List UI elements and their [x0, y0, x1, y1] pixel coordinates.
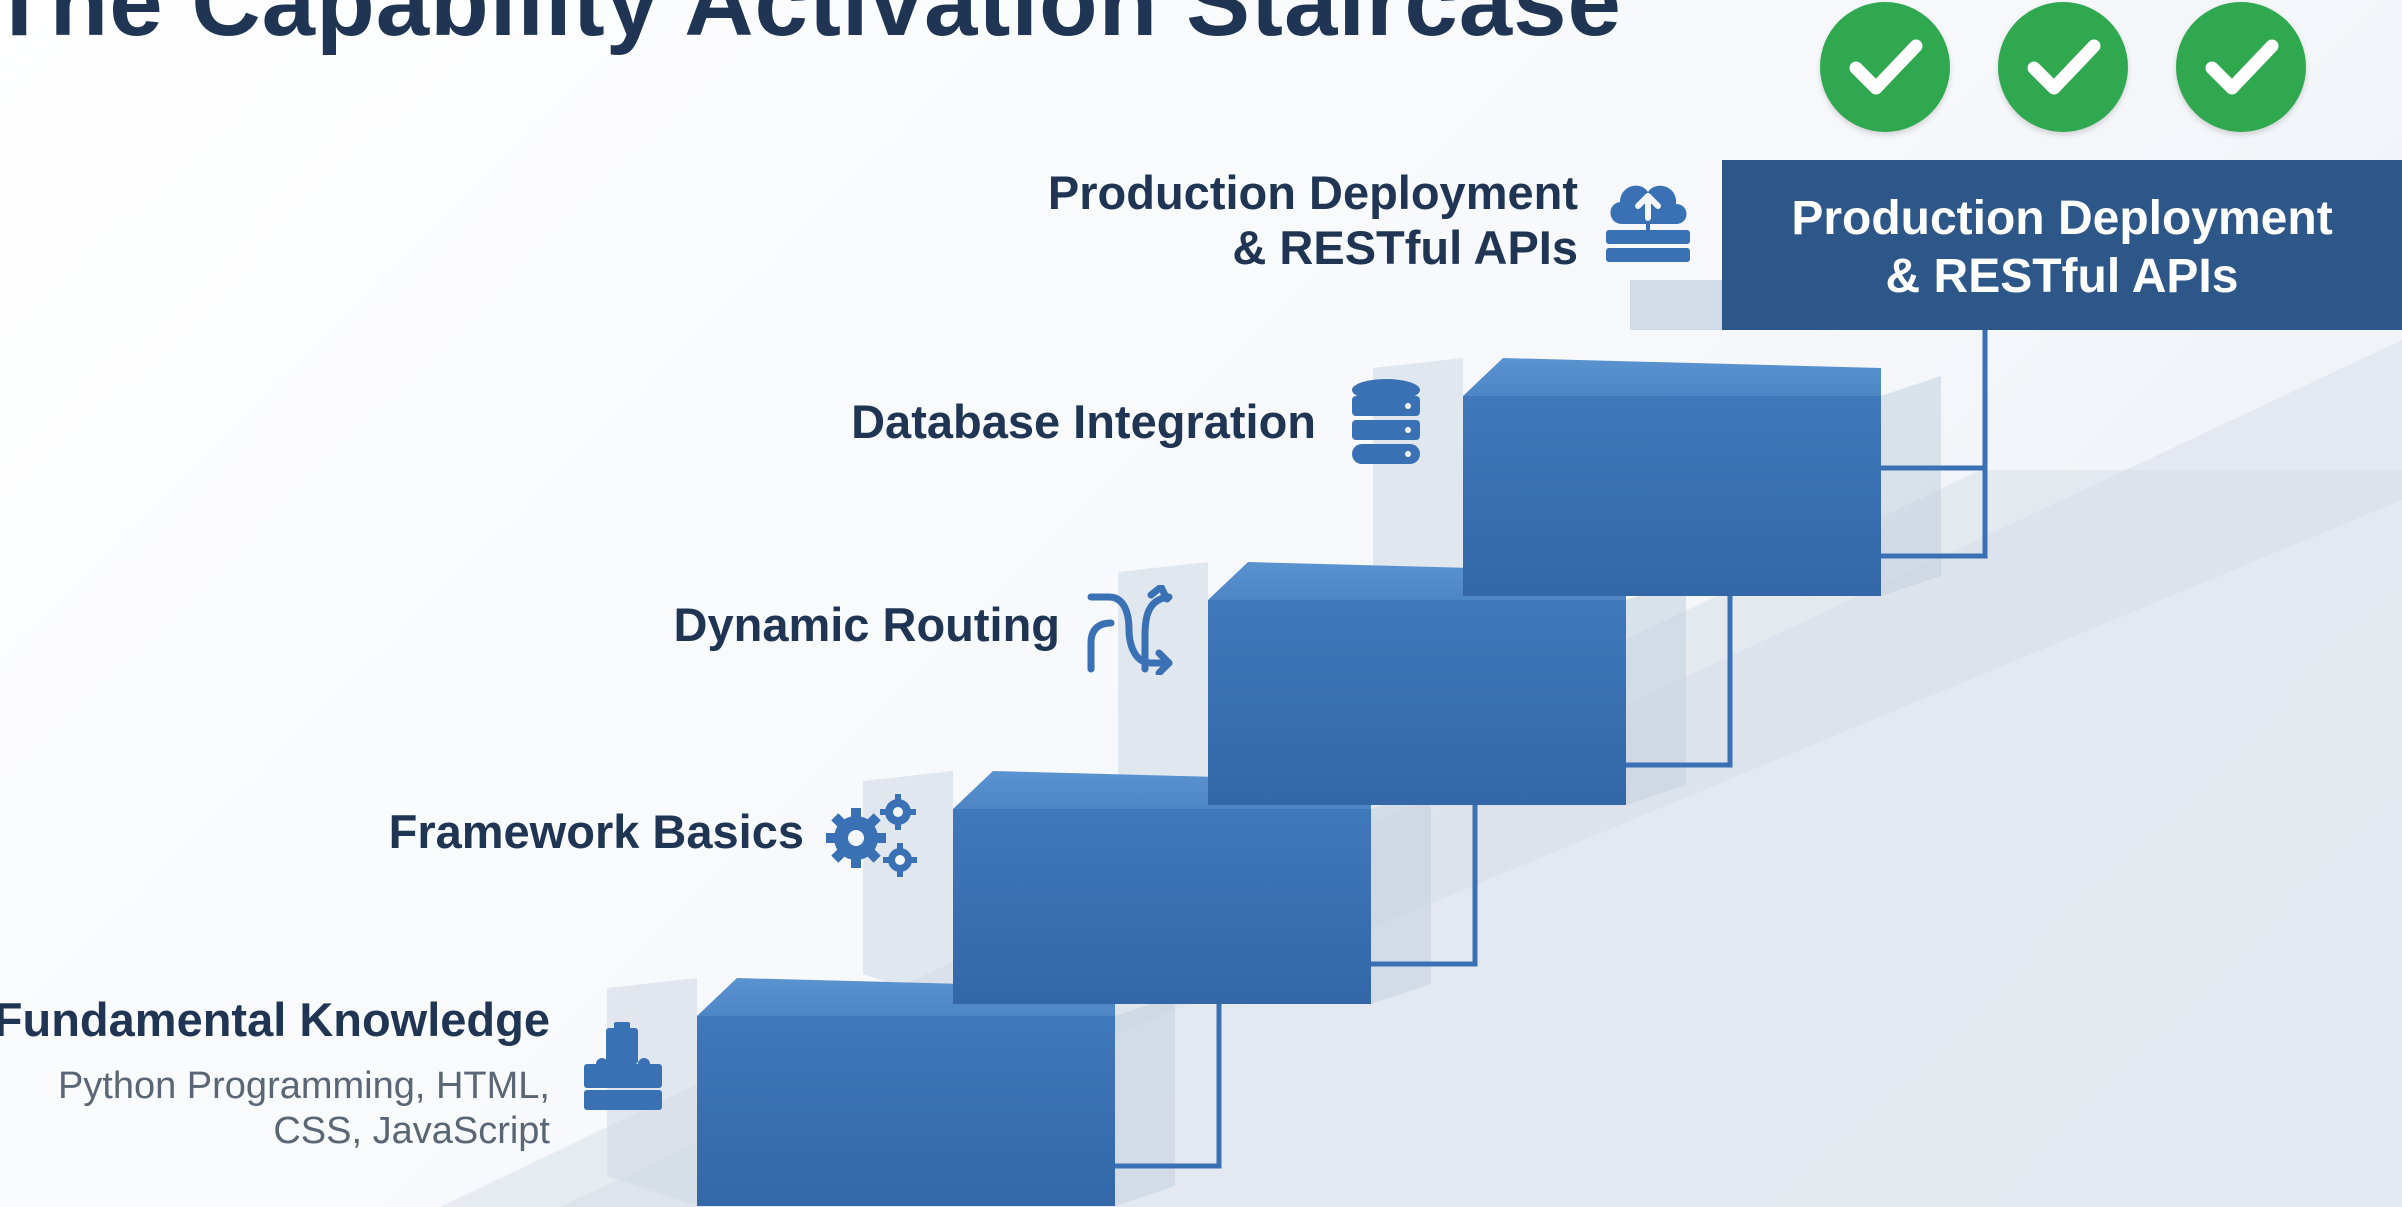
- step-label-framework: Framework Basics: [388, 805, 804, 858]
- database-icon: [1348, 378, 1424, 473]
- check-icon: [2176, 2, 2306, 132]
- step-front-face: [1463, 396, 1881, 596]
- step-label-routing: Dynamic Routing: [673, 598, 1060, 651]
- step-front-face: [953, 809, 1371, 1004]
- step-front-face: [697, 1016, 1115, 1206]
- step-label-database: Database Integration: [851, 395, 1316, 448]
- blocks-icon: [578, 1022, 668, 1117]
- step-sub-line1: Python Programming, HTML,: [57, 1065, 550, 1107]
- step-side-panel: [1115, 996, 1175, 1206]
- top-banner: Production Deployment & RESTful APIs: [1722, 160, 2402, 330]
- check-icon: [1820, 2, 1950, 132]
- step-back-panel: [1118, 562, 1208, 805]
- step-top-face: [1463, 358, 1881, 404]
- banner-ledge: [1630, 280, 1722, 330]
- routing-arrows-icon: [1085, 583, 1175, 680]
- gears-icon: [822, 790, 922, 885]
- cloud-upload-server-icon: [1602, 172, 1694, 269]
- step-back-panel: [863, 771, 953, 1004]
- step-label-production-line2: & RESTful APIs: [1232, 221, 1578, 274]
- check-icon: [1998, 2, 2128, 132]
- step-label-production-line1: Production Deployment: [1047, 166, 1578, 219]
- step-side-panel: [1626, 580, 1686, 805]
- step-front-face: [1208, 600, 1626, 805]
- step-connector-line: [1115, 956, 1222, 1169]
- step-side-panel: [1881, 376, 1941, 596]
- step-back-panel: [1373, 358, 1463, 596]
- step-label-fundamental: Fundamental Knowledge: [0, 993, 550, 1046]
- top-banner-line1: Production Deployment: [1791, 192, 2333, 245]
- step-connector-line: [1371, 749, 1478, 967]
- page-title: The Capability Activation Staircase: [0, 0, 1622, 56]
- step-connector-line: [1626, 540, 1733, 768]
- top-banner-line2: & RESTful APIs: [1885, 250, 2239, 303]
- step-sub-line2: CSS, JavaScript: [273, 1110, 550, 1152]
- step-connector-line: [1881, 330, 1988, 471]
- step-side-panel: [1371, 789, 1431, 1004]
